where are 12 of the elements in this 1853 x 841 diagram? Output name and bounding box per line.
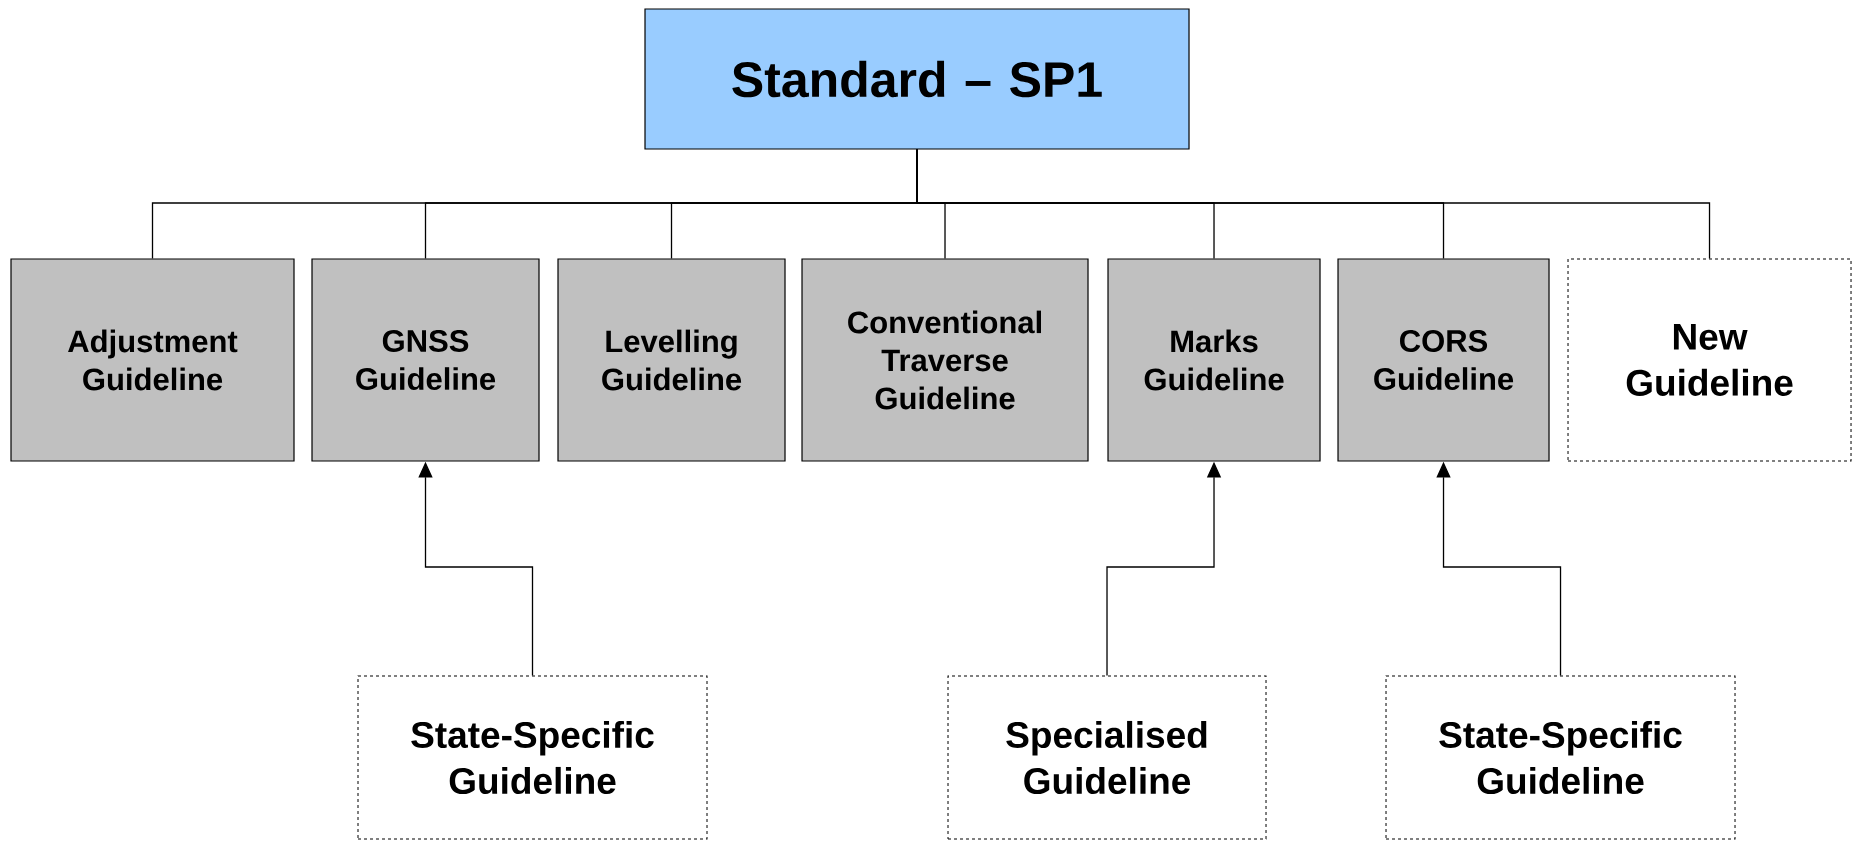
dashed-guideline-box: State-Specific Guideline (357, 675, 708, 840)
guideline-box: Marks Guideline (1107, 258, 1321, 462)
guideline-box: CORS Guideline (1337, 258, 1550, 462)
dashed-guideline-box: New Guideline (1567, 258, 1852, 462)
dashed-guideline-box: State-Specific Guideline (1385, 675, 1736, 840)
dashed-guideline-box: Specialised Guideline (947, 675, 1267, 840)
guideline-box: Adjustment Guideline (10, 258, 295, 462)
guideline-box: Levelling Guideline (557, 258, 786, 462)
connector (916, 148, 1711, 260)
guideline-box: Conventional Traverse Guideline (801, 258, 1089, 462)
guideline-box: GNSS Guideline (311, 258, 540, 462)
standard-box: Standard – SP1 (644, 8, 1190, 150)
